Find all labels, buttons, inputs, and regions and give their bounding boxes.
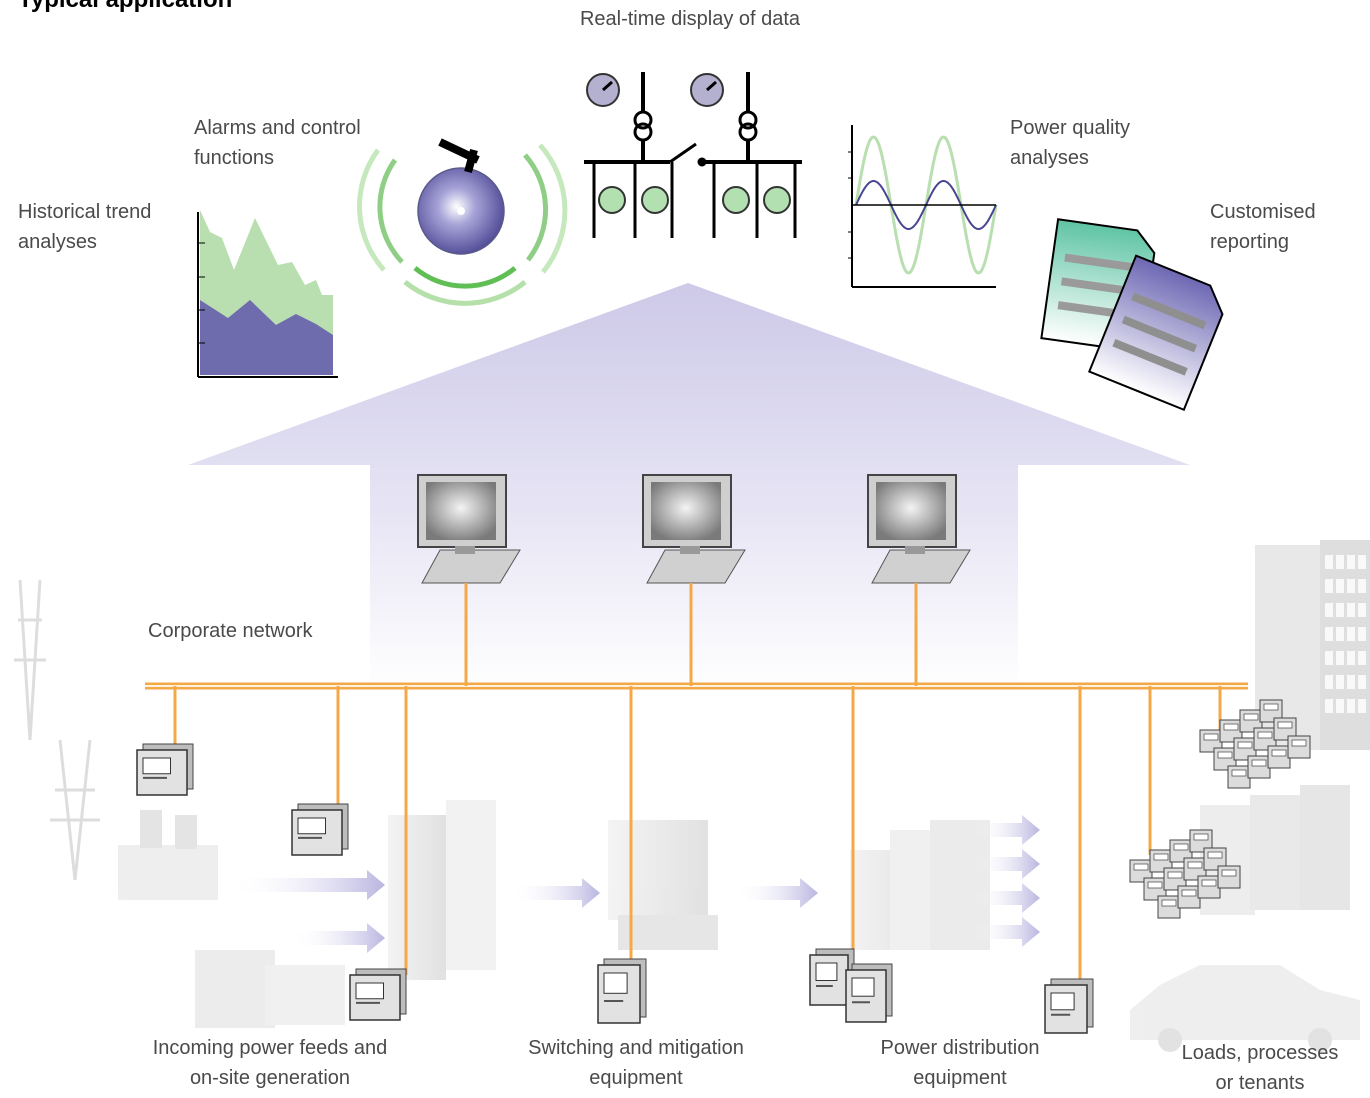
building-window (1347, 675, 1355, 689)
building-window (1347, 699, 1355, 713)
label-realtime: Real-time display of data (579, 8, 801, 30)
power-meter-icon (809, 948, 855, 1006)
building-window (1358, 603, 1366, 617)
label-reporting-line1: Customised (1210, 201, 1316, 223)
small-meter-icon (1177, 885, 1201, 909)
label-incoming-line1: Incoming power feeds and (152, 1037, 388, 1059)
label-alarms-line1: Alarms and control (194, 117, 361, 139)
building-window (1325, 699, 1333, 713)
monitor-icon (417, 474, 521, 584)
small-meter-icon (1227, 765, 1251, 789)
building-window (1325, 651, 1333, 665)
small-meter-icon (1129, 859, 1153, 883)
small-meter-icon (1219, 719, 1243, 743)
power-meter-icon (597, 958, 647, 1024)
flow-arrow (975, 849, 1040, 879)
small-meter-icon (1199, 729, 1223, 753)
small-meter-icon (1143, 877, 1167, 901)
small-meter-icon (1247, 755, 1271, 779)
transmission-tower-icon (14, 579, 100, 881)
report-pages-icon (1040, 218, 1224, 412)
flow-arrow (512, 878, 600, 908)
label-incoming-line2: on-site generation (189, 1067, 351, 1089)
car-icon (1130, 965, 1360, 1052)
label-power-quality-line2: analyses (1010, 147, 1089, 169)
monitor-icon (642, 474, 746, 584)
building-window (1347, 627, 1355, 641)
building-window (1336, 603, 1344, 617)
network-bus (145, 583, 1248, 985)
label-loads-line1: Loads, processes (1181, 1042, 1339, 1064)
building-window (1325, 603, 1333, 617)
small-meter-icon (1253, 727, 1277, 751)
cabinet-icon (388, 815, 446, 980)
small-meter-icon (1267, 745, 1291, 769)
small-meter-icon (1157, 895, 1181, 919)
building-window (1336, 699, 1344, 713)
building-window (1358, 579, 1366, 593)
generator-icon (195, 950, 275, 1028)
building-window (1358, 651, 1366, 665)
label-alarms-line2: functions (194, 147, 275, 169)
building-window (1325, 675, 1333, 689)
flow-arrow (735, 878, 818, 908)
small-meter-icon (1287, 735, 1311, 759)
alarm-dial-icon (357, 138, 568, 306)
building-window (1336, 579, 1344, 593)
single-line-diagram-icon (584, 72, 802, 238)
flow-arrow (975, 917, 1040, 947)
label-distribution-line2: equipment (913, 1067, 1007, 1089)
small-meter-icon (1273, 717, 1297, 741)
building-window (1336, 555, 1344, 569)
small-meter-icon (1163, 867, 1187, 891)
flow-arrow (292, 923, 385, 953)
switching-cabinet-icon (608, 820, 708, 920)
power-meter-icon (845, 963, 893, 1023)
label-switching-line2: equipment (589, 1067, 683, 1089)
power-meter-icon (136, 743, 194, 796)
power-meter-icon (1044, 978, 1094, 1034)
power-meter-icon (349, 968, 407, 1021)
building-window (1358, 555, 1366, 569)
building-window (1325, 555, 1333, 569)
building-window (1347, 555, 1355, 569)
flow-arrows (230, 815, 1040, 953)
flow-arrow (230, 870, 385, 900)
small-meter-icon (1189, 829, 1213, 853)
small-meter-icon (1197, 875, 1221, 899)
small-meter-icon (1217, 865, 1241, 889)
monitor-icon (867, 474, 971, 584)
transformer-icon (118, 845, 218, 900)
building-window (1358, 627, 1366, 641)
flow-arrow (975, 815, 1040, 845)
label-loads-line2: or tenants (1215, 1072, 1305, 1094)
building-window (1336, 675, 1344, 689)
small-meter-icon (1259, 699, 1283, 723)
building-window (1358, 675, 1366, 689)
label-distribution-line1: Power distribution (880, 1037, 1040, 1059)
label-power-quality-line1: Power quality (1010, 117, 1131, 139)
power-meter-icon (291, 803, 349, 856)
flow-arrow (975, 883, 1040, 913)
equipment-background (14, 540, 1370, 1052)
power-meters (136, 699, 1311, 1034)
label-corporate-network: Corporate network (148, 620, 313, 642)
small-meter-icon (1203, 847, 1227, 871)
sine-wave-icon (848, 125, 998, 288)
label-historical-line2: analyses (18, 231, 97, 253)
building-window (1336, 651, 1344, 665)
building-window (1336, 627, 1344, 641)
building-window (1325, 579, 1333, 593)
page-title: Typical application (18, 0, 232, 14)
label-historical-line1: Historical trend (18, 201, 152, 223)
building-window (1358, 699, 1366, 713)
building-window (1325, 627, 1333, 641)
trend-chart-icon (197, 210, 338, 378)
building-window (1347, 579, 1355, 593)
label-reporting-line2: reporting (1210, 231, 1289, 253)
label-switching-line1: Switching and mitigation (528, 1037, 744, 1059)
building-window (1347, 651, 1355, 665)
building-window (1347, 603, 1355, 617)
